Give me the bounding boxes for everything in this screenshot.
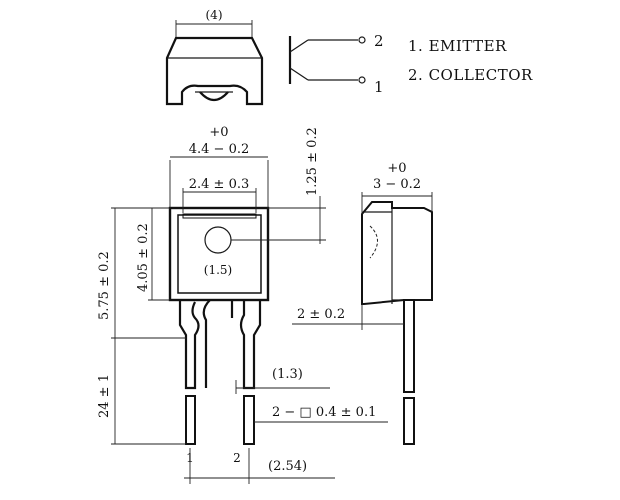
schematic-pin1-label: 1 [374,78,384,96]
top-view-width-label: (4) [206,8,223,22]
side-depth-dimension [361,192,433,214]
total-height-value: 5.75 ± 0.2 [97,251,112,320]
lens-offset-dimension [231,196,326,244]
side-depth-tolerance: +0 [387,161,406,176]
side-depth-value: 3 − 0.2 [373,177,421,192]
lead-spacing-value: (1.3) [272,367,303,382]
lead-length-value: 24 ± 1 [97,374,112,418]
body-width-dimension [169,156,269,208]
window-width-dimension [182,188,257,213]
front-view-body [168,206,270,302]
lead-spacing-dimension [235,380,330,394]
body-width-value: 4.4 − 0.2 [189,142,250,157]
lead-pitch-value: (2.54) [268,459,307,474]
body-height-value: 4.05 ± 0.2 [136,223,151,292]
lead1-label: 1 [186,451,194,465]
schematic-pin2-label: 2 [374,32,384,50]
body-width-tolerance: +0 [209,125,228,140]
phototransistor-symbol [288,36,366,84]
top-view-width-dimension [175,20,253,37]
window-width-value: 2.4 ± 0.3 [189,177,250,192]
lead2-label: 2 [233,451,241,465]
side-view-body [361,201,433,305]
legend-emitter: 1. EMITTER [408,37,507,55]
total-height-dimension [111,207,186,339]
lead-length-dimension [111,338,186,445]
lead-offset-dimension [292,304,404,330]
lead-offset-value: 2 ± 0.2 [297,307,345,322]
lens-offset-value: 1.25 ± 0.2 [305,127,320,196]
side-view-lead [403,299,415,445]
body-height-dimension [148,207,170,301]
front-view-leads [178,299,262,445]
top-view-package [165,36,264,106]
lens-diameter-label: (1.5) [204,263,232,277]
lead-pitch-dimension [184,448,335,484]
lead-size-value: 2 − □ 0.4 ± 0.1 [272,405,376,420]
legend-collector: 2. COLLECTOR [408,66,533,84]
